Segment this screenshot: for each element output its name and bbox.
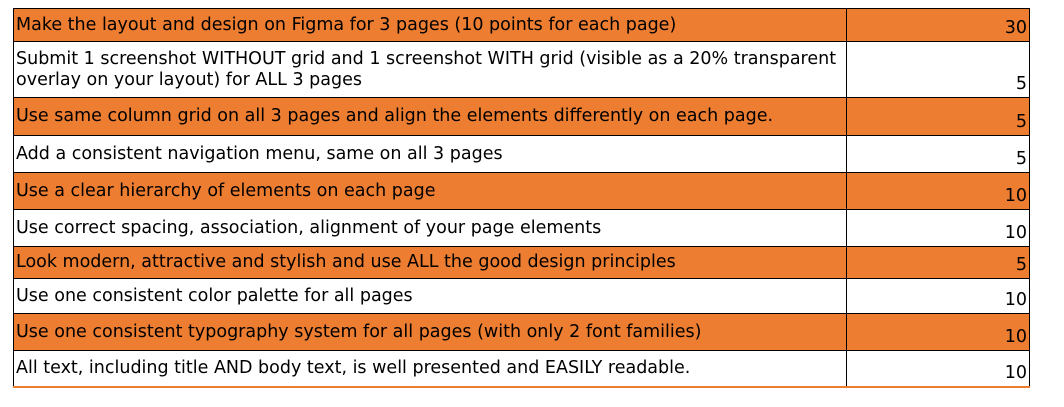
criterion-cell: All text, including title AND body text,… [13, 350, 847, 388]
criterion-cell: Look modern, attractive and stylish and … [13, 246, 847, 279]
criterion-cell: Use one consistent color palette for all… [13, 278, 847, 314]
points-cell: 10 [846, 350, 1030, 388]
criterion-cell: Submit 1 screenshot WITHOUT grid and 1 s… [13, 41, 847, 98]
grading-rubric-table: Make the layout and design on Figma for … [13, 8, 1030, 388]
criterion-cell: Use correct spacing, association, alignm… [13, 209, 847, 247]
criterion-cell: Use a clear hierarchy of elements on eac… [13, 172, 847, 210]
points-cell: 10 [846, 209, 1030, 247]
points-cell: 5 [846, 41, 1030, 98]
rubric-row: Make the layout and design on Figma for … [13, 8, 1030, 42]
rubric-row: Use correct spacing, association, alignm… [13, 209, 1030, 247]
rubric-row: Use one consistent color palette for all… [13, 278, 1030, 314]
points-cell: 10 [846, 278, 1030, 314]
criterion-cell: Use same column grid on all 3 pages and … [13, 97, 847, 136]
criterion-cell: Make the layout and design on Figma for … [13, 8, 847, 42]
points-cell: 10 [846, 313, 1030, 351]
points-cell: 5 [846, 97, 1030, 136]
rubric-row: Add a consistent navigation menu, same o… [13, 135, 1030, 173]
points-cell: 10 [846, 172, 1030, 210]
rubric-row: Submit 1 screenshot WITHOUT grid and 1 s… [13, 41, 1030, 98]
points-cell: 5 [846, 246, 1030, 279]
criterion-cell: Add a consistent navigation menu, same o… [13, 135, 847, 173]
rubric-row: Use a clear hierarchy of elements on eac… [13, 172, 1030, 210]
rubric-row: All text, including title AND body text,… [13, 350, 1030, 388]
rubric-row: Use one consistent typography system for… [13, 313, 1030, 351]
rubric-row: Look modern, attractive and stylish and … [13, 246, 1030, 279]
points-cell: 5 [846, 135, 1030, 173]
criterion-cell: Use one consistent typography system for… [13, 313, 847, 351]
points-cell: 30 [846, 8, 1030, 42]
rubric-row: Use same column grid on all 3 pages and … [13, 97, 1030, 136]
